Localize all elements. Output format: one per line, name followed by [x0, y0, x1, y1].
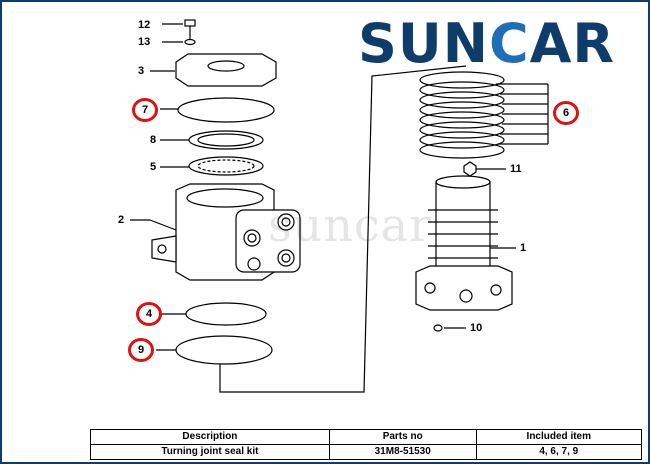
plug-part-10 [433, 324, 466, 332]
o-ring-part-4 [160, 302, 267, 326]
nut-part-11 [463, 161, 506, 177]
callout-2: 2 [118, 214, 125, 226]
callout-12: 12 [138, 19, 151, 31]
brand-logo: SUNCAR [358, 14, 615, 74]
cell-description: Turning joint seal kit [90, 444, 330, 460]
header-description: Description [90, 429, 330, 445]
callout-5: 5 [150, 161, 157, 173]
callout-4-highlighted: 4 [136, 302, 162, 326]
seal-kit-table: Description Parts no Included item Turni… [90, 429, 643, 460]
body-part-2 [130, 183, 301, 281]
callout-13: 13 [138, 36, 151, 48]
cell-included-item: 4, 6, 7, 9 [475, 444, 643, 460]
brand-logo-text-right: AR [529, 12, 615, 75]
o-ring-part-9 [156, 335, 273, 365]
brand-logo-ring-letter: C [488, 12, 530, 75]
seal-stack-part-6 [419, 71, 549, 159]
callout-3: 3 [138, 65, 145, 77]
callout-1: 1 [520, 242, 527, 254]
callout-9-highlighted: 9 [128, 338, 154, 362]
brand-logo-text-left: SUN [358, 12, 489, 75]
shaft-part-1 [415, 175, 516, 311]
washer-part-13 [162, 38, 196, 46]
ring-part-8 [160, 130, 264, 150]
callout-11: 11 [510, 163, 522, 175]
header-included-item: Included item [475, 429, 643, 445]
cell-parts-no: 31M8-51530 [328, 444, 477, 460]
bolt-part-12 [162, 19, 196, 40]
header-parts-no: Parts no [328, 429, 477, 445]
callout-10: 10 [470, 322, 483, 334]
cover-part-3 [150, 53, 277, 87]
ring-part-5 [160, 156, 264, 176]
callout-8: 8 [150, 134, 157, 146]
assembly-connector-line [219, 65, 467, 393]
callout-6-highlighted: 6 [553, 101, 579, 125]
watermark-text: suncar [268, 198, 433, 252]
o-ring-part-7 [160, 97, 275, 123]
table-row: Turning joint seal kit 31M8-51530 4, 6, … [90, 444, 643, 460]
callout-7-highlighted: 7 [132, 98, 158, 122]
table-header-row: Description Parts no Included item [90, 429, 643, 445]
